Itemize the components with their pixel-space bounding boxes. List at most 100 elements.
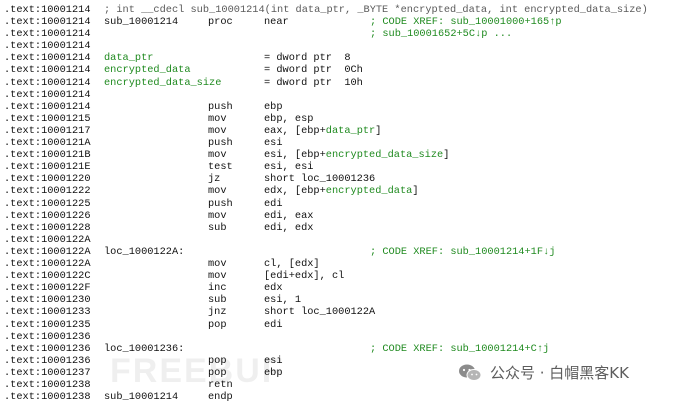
- instruction-mnemonic: pop: [208, 318, 227, 331]
- line-address: .text:10001236: [4, 330, 91, 343]
- code-line: .text:10001214: [0, 89, 690, 101]
- instruction-operands: edi, edx: [264, 221, 314, 234]
- code-line: .text:10001236: [0, 331, 690, 343]
- instruction-operands: [edi+edx], cl: [264, 270, 345, 283]
- instruction-mnemonic: push: [208, 137, 233, 149]
- line-address: .text:10001214: [4, 76, 91, 89]
- wechat-watermark: 公众号 · 白帽黑客KK: [458, 362, 629, 383]
- wechat-icon: [459, 364, 482, 381]
- line-label: data_ptr: [104, 52, 154, 65]
- wechat-account-text: 公众号 · 白帽黑客KK: [490, 364, 629, 382]
- instruction-mnemonic: pop: [208, 354, 227, 367]
- instruction-mnemonic: mov: [208, 185, 227, 198]
- instruction-operands: = dword ptr 10h: [264, 76, 363, 89]
- line-address: .text:10001217: [4, 124, 91, 137]
- instruction-operands: edi: [264, 197, 283, 210]
- line-address: .text:1000122A: [4, 233, 91, 246]
- xref-comment: ; sub_10001652+5C↓p ...: [370, 28, 513, 41]
- line-address: .text:10001214: [4, 52, 91, 65]
- code-line: .text:10001214 ; sub_10001652+5C↓p ...: [0, 28, 690, 40]
- function-signature-comment: ; int __cdecl sub_10001214(int data_ptr,…: [104, 4, 648, 16]
- line-label: encrypted_data: [104, 64, 191, 77]
- instruction-operands: edx, [ebp+encrypted_data]: [264, 185, 419, 198]
- instruction-mnemonic: mov: [208, 124, 227, 137]
- line-address: .text:10001236: [4, 342, 91, 355]
- instruction-operands: esi, 1: [264, 294, 302, 307]
- line-label: loc_10001236:: [104, 342, 185, 355]
- instruction-operands: near: [264, 16, 289, 28]
- line-address: .text:10001238: [4, 379, 91, 391]
- line-label: loc_1000122A:: [104, 245, 185, 258]
- line-address: .text:10001228: [4, 221, 91, 234]
- stack-variable-ref: encrypted_data_size: [325, 149, 444, 162]
- instruction-operands: eax, [ebp+data_ptr]: [264, 124, 382, 137]
- line-address: .text:1000122A: [4, 245, 91, 258]
- line-address: .text:1000121A: [4, 137, 91, 149]
- stack-variable-ref: encrypted_data: [325, 185, 413, 198]
- line-address: .text:10001214: [4, 4, 91, 16]
- line-address: .text:10001214: [4, 100, 91, 113]
- instruction-mnemonic: endp: [208, 391, 233, 403]
- instruction-operands: esi: [264, 354, 283, 367]
- xref-comment: ; CODE XREF: sub_10001214+C↑j: [370, 342, 550, 355]
- line-address: .text:10001220: [4, 173, 91, 186]
- code-line: .text:10001214 encrypted_data_size = dword…: [0, 77, 690, 89]
- instruction-mnemonic: mov: [208, 149, 227, 162]
- instruction-mnemonic: mov: [208, 258, 227, 270]
- instruction-mnemonic: test: [208, 161, 233, 174]
- code-line: .text:1000121A push esi: [0, 137, 690, 149]
- code-line: .text:10001214: [0, 40, 690, 52]
- instruction-operands: = dword ptr 8: [264, 52, 351, 65]
- instruction-mnemonic: inc: [208, 282, 227, 295]
- instruction-operands: cl, [edx]: [264, 258, 320, 270]
- instruction-mnemonic: push: [208, 100, 233, 113]
- instruction-mnemonic: sub: [208, 294, 227, 307]
- line-address: .text:10001238: [4, 391, 91, 403]
- instruction-operands: edi, eax: [264, 209, 314, 222]
- instruction-mnemonic: pop: [208, 366, 227, 379]
- instruction-mnemonic: mov: [208, 270, 227, 283]
- code-line: .text:10001228 sub edi, edx: [0, 222, 690, 234]
- instruction-operands: short loc_10001236: [264, 173, 376, 186]
- stack-variable-ref: data_ptr: [325, 124, 376, 137]
- instruction-operands: ebp: [264, 366, 283, 379]
- line-address: .text:1000121B: [4, 149, 91, 162]
- line-label: sub_10001214: [104, 16, 179, 28]
- line-address: .text:10001230: [4, 294, 91, 307]
- instruction-operands: = dword ptr 0Ch: [264, 64, 363, 77]
- instruction-mnemonic: sub: [208, 221, 227, 234]
- line-address: .text:10001237: [4, 366, 91, 379]
- instruction-operands: ebp, esp: [264, 112, 314, 125]
- line-address: .text:10001214: [4, 28, 91, 41]
- instruction-mnemonic: jnz: [208, 306, 227, 319]
- code-line: .text:10001214 data_ptr = dword ptr 8: [0, 52, 690, 64]
- instruction-operands: esi: [264, 137, 283, 149]
- xref-comment: ; CODE XREF: sub_10001214+1F↓j: [370, 245, 556, 258]
- code-line: .text:10001230 sub esi, 1: [0, 294, 690, 306]
- xref-comment: ; CODE XREF: sub_10001000+165↑p: [370, 16, 562, 28]
- code-line: .text:1000122A: [0, 234, 690, 246]
- line-address: .text:10001235: [4, 318, 91, 331]
- line-address: .text:10001214: [4, 16, 91, 28]
- code-line: .text:10001236 loc_10001236: ; CODE XREF: …: [0, 343, 690, 355]
- line-label: encrypted_data_size: [104, 76, 222, 89]
- line-address: .text:1000121E: [4, 161, 91, 174]
- instruction-operands: short loc_1000122A: [264, 306, 376, 319]
- instruction-mnemonic: push: [208, 197, 233, 210]
- instruction-operands: edx: [264, 282, 283, 295]
